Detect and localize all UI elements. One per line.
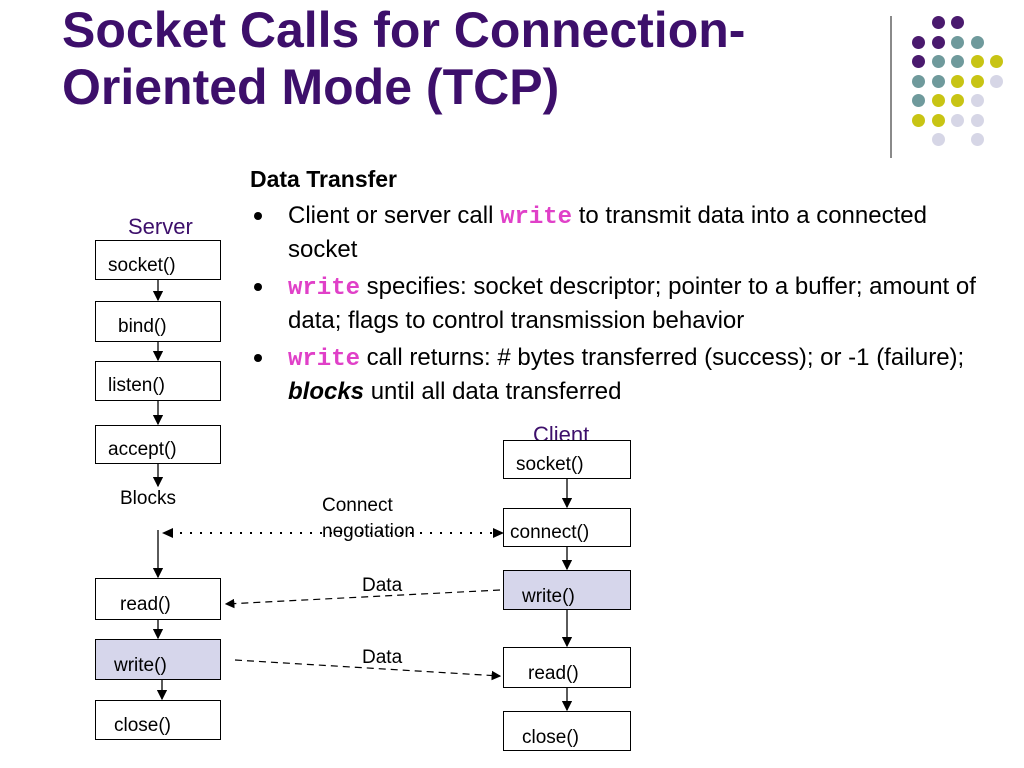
decorative-dot — [951, 35, 964, 49]
decorative-dot — [951, 113, 964, 127]
decorative-dot — [931, 113, 945, 127]
decorative-dot — [970, 94, 984, 107]
decorative-dot — [951, 55, 964, 68]
server-close-box: close() — [95, 700, 221, 740]
server-label: Server — [128, 214, 193, 239]
bullet-item: Client or server call write to transmit … — [250, 200, 990, 266]
decorative-dot — [912, 55, 925, 68]
server-read-box: read() — [95, 578, 221, 620]
decorative-dot — [912, 74, 925, 88]
bullet-list: Client or server call write to transmit … — [250, 200, 990, 413]
client-socket-box: socket() — [503, 440, 631, 479]
client-close-box: close() — [503, 711, 631, 751]
data-label-lower: Data — [362, 647, 403, 668]
decorative-dot — [970, 113, 984, 127]
client-read-box: read() — [503, 647, 631, 688]
connect-negotiation-label: Connect negotiation — [322, 495, 415, 542]
section-heading: Data Transfer — [250, 166, 398, 192]
code-write: write — [288, 275, 361, 302]
client-connect-box: connect() — [503, 508, 631, 547]
server-socket-box: socket() — [95, 240, 221, 280]
decorative-dot — [931, 94, 945, 107]
divider-line — [890, 16, 892, 158]
decorative-dot — [931, 35, 945, 49]
bullet-item: write call returns: # bytes transferred … — [250, 342, 990, 408]
data-arrow-to-server — [224, 589, 501, 609]
blocks-label: Blocks — [120, 488, 176, 509]
decorative-dot — [970, 74, 984, 88]
decorative-dot — [990, 74, 1003, 88]
page-title: Socket Calls for Connection-Oriented Mod… — [62, 2, 746, 115]
decorative-dot — [970, 133, 984, 146]
decorative-dot — [931, 74, 945, 88]
data-arrow-to-client — [234, 659, 502, 681]
decorative-dot — [912, 94, 925, 107]
emphasis-blocks: blocks — [288, 378, 365, 405]
bullet-item: write specifies: socket descriptor; poin… — [250, 271, 990, 337]
decorative-dot — [951, 94, 964, 107]
decorative-dot — [970, 55, 984, 68]
server-listen-box: listen() — [95, 361, 221, 401]
decorative-dot — [931, 133, 945, 146]
decorative-dot — [990, 55, 1003, 68]
server-accept-box: accept() — [95, 425, 221, 464]
server-bind-box: bind() — [95, 301, 221, 342]
decorative-dot — [912, 35, 925, 49]
code-write: write — [288, 346, 361, 373]
decorative-dot — [970, 35, 984, 49]
code-write: write — [500, 204, 573, 231]
data-label-upper: Data — [362, 575, 403, 596]
decorative-dot — [951, 74, 964, 88]
decorative-dot — [931, 16, 945, 29]
decorative-dot — [931, 55, 945, 68]
server-write-box: write() — [95, 639, 221, 680]
client-write-box: write() — [503, 570, 631, 610]
decorative-dot — [912, 113, 925, 127]
decorative-dot — [951, 16, 964, 29]
